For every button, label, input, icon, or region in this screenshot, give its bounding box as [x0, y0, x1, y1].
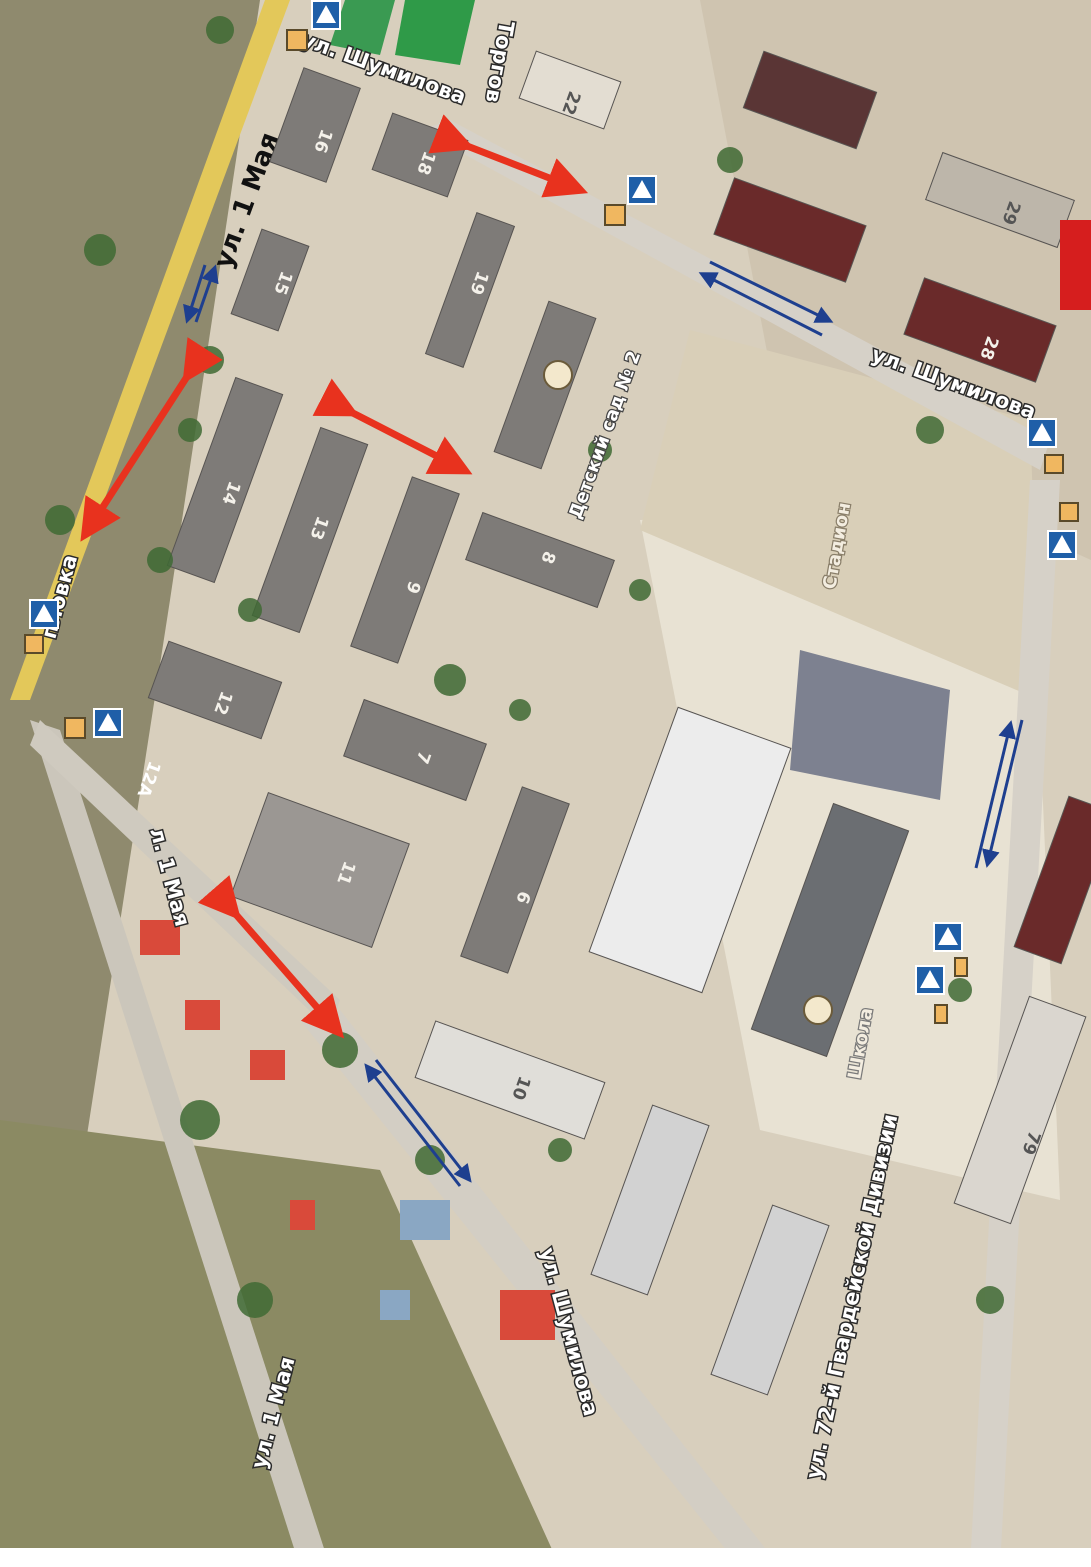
- building-school: [588, 706, 792, 994]
- building-10: [414, 1020, 606, 1140]
- building-6: [460, 786, 570, 974]
- building-7: [343, 698, 487, 802]
- pedestrian-crossing-signs: [29, 0, 1077, 995]
- private-sector-bottom: [0, 1120, 560, 1567]
- traffic-direction-arrows: [183, 260, 1024, 1187]
- crossing-marker: [64, 717, 86, 739]
- pedestrian-crossing-sign: [1047, 530, 1077, 560]
- building-79: [953, 995, 1087, 1225]
- crossing-marker: [1044, 454, 1064, 474]
- building-lower-1: [590, 1104, 710, 1296]
- sports-court: [790, 650, 950, 800]
- kindergarten-icon: [543, 360, 573, 390]
- pedestrian-crossing-sign: [311, 0, 341, 30]
- building-12: [147, 640, 283, 740]
- building-school-2: [750, 802, 910, 1058]
- road-1-maya-lower: [30, 720, 330, 1567]
- building-15: [230, 228, 310, 332]
- building-9: [350, 476, 460, 664]
- safe-route-arrow: [428, 114, 589, 198]
- pedestrian-crossing-sign: [627, 175, 657, 205]
- building-right-red: [1013, 795, 1091, 965]
- building-16: [269, 67, 361, 183]
- building-19: [424, 212, 516, 368]
- crossing-markers: [24, 29, 1079, 1024]
- private-houses: [140, 920, 555, 1340]
- building-28: [903, 277, 1057, 383]
- photo-border-bottom: [0, 1548, 1091, 1567]
- building-8: [465, 511, 615, 609]
- pedestrian-crossing-sign: [93, 708, 123, 738]
- building-lower-2: [710, 1204, 830, 1396]
- crossing-marker: [604, 204, 626, 226]
- crossing-marker: [1059, 502, 1079, 522]
- pedestrian-crossing-sign: [933, 922, 963, 952]
- safe-route-arrow: [312, 378, 473, 475]
- green-field-2: [395, 0, 475, 65]
- private-houses-blue: [380, 1200, 450, 1320]
- traffic-direction-arrow: [974, 720, 1016, 869]
- traffic-direction-arrow: [982, 719, 1024, 868]
- pedestrian-crossing-sign: [1027, 418, 1057, 448]
- corner-marker: [1060, 220, 1091, 310]
- traffic-direction-arrow: [183, 264, 207, 324]
- pedestrian-crossing-sign: [915, 965, 945, 995]
- safe-route-arrow: [197, 875, 345, 1039]
- building-top-red: [713, 177, 867, 283]
- traffic-direction-arrow: [698, 272, 823, 337]
- traffic-direction-arrow: [709, 260, 834, 323]
- crossing-marker: [934, 1004, 948, 1024]
- building-kg2: [493, 300, 597, 470]
- crossing-marker: [954, 957, 968, 977]
- pedestrian-crossing-sign: [29, 599, 59, 629]
- traffic-direction-arrow: [364, 1063, 462, 1187]
- building-top-red-2: [742, 50, 878, 150]
- school-icon: [803, 995, 833, 1025]
- building-22: [518, 50, 622, 130]
- crossing-marker: [24, 634, 44, 654]
- crossing-marker: [286, 29, 308, 51]
- safe-route-arrow: [80, 337, 223, 542]
- traffic-direction-arrow: [374, 1059, 472, 1183]
- green-field-1: [330, 0, 395, 55]
- road-shumilova-east: [420, 120, 1050, 470]
- safe-route-arrows: [80, 114, 589, 1039]
